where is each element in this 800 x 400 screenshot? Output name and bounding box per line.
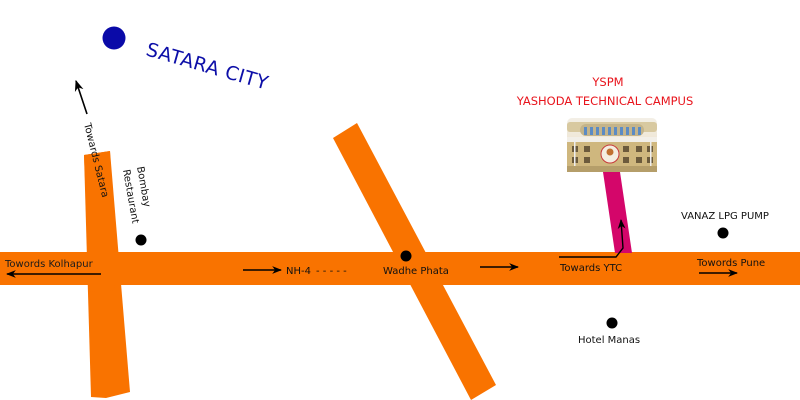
label-vanaz-lpg-pump: VANAZ LPG PUMP bbox=[681, 211, 769, 222]
road-nh4 bbox=[0, 252, 800, 285]
arrow-towards-satara-icon bbox=[74, 79, 88, 115]
label-towards-kolhapur: Towords Kolhapur bbox=[4, 259, 94, 270]
label-wadhe-phata: Wadhe Phata bbox=[383, 266, 449, 277]
label-towards-ytc: Towards YTC bbox=[559, 263, 622, 274]
label-highway-name: NH-4 bbox=[286, 266, 311, 277]
city-label: SATARA CITY bbox=[144, 39, 271, 95]
landmark-dot-icon bbox=[606, 317, 618, 329]
landmark-dot-icon bbox=[400, 250, 412, 262]
roads bbox=[0, 123, 800, 400]
label-hotel-manas: Hotel Manas bbox=[578, 335, 640, 346]
city-dot-icon bbox=[102, 26, 126, 50]
campus-title-line1: YSPM bbox=[591, 75, 623, 89]
landmark-dot-icon bbox=[135, 234, 147, 246]
campus-title-line2: YASHODA TECHNICAL CAMPUS bbox=[516, 94, 694, 108]
landmark-dot-icon bbox=[717, 227, 729, 239]
arrow-towards-ytc-icon bbox=[559, 219, 626, 258]
label-towards-pune: Towords Pune bbox=[696, 258, 765, 269]
label-highway-dashes: - - - - - bbox=[316, 266, 347, 277]
road-campus-access bbox=[603, 172, 632, 253]
campus-building-photo bbox=[567, 118, 657, 172]
